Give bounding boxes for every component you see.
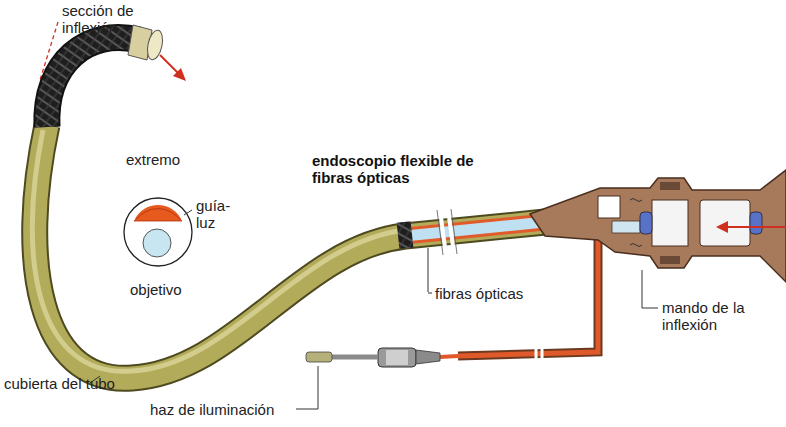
tip-cross-section xyxy=(124,198,192,266)
leader-line xyxy=(428,293,432,294)
part-label: mando de la inflexión xyxy=(662,299,780,333)
arrowhead xyxy=(716,221,728,233)
leader-line xyxy=(184,210,192,215)
bending-section xyxy=(47,38,138,127)
tube-outline xyxy=(35,125,545,378)
tube-cut xyxy=(397,221,414,248)
tube-cover xyxy=(35,125,545,378)
part-label: extremo xyxy=(126,151,206,168)
light-cable xyxy=(440,356,458,357)
break-mark xyxy=(536,340,542,370)
light-fibres xyxy=(405,229,545,243)
light-fibres xyxy=(405,215,545,229)
break-mark xyxy=(437,209,457,255)
leader-line xyxy=(428,248,429,292)
leader-line xyxy=(318,366,319,409)
diagram-title: endoscopio flexible de fibras ópticas xyxy=(312,152,502,186)
fibre-bundle xyxy=(405,222,545,236)
part-label: haz de iluminación xyxy=(150,401,300,418)
leader-line xyxy=(642,270,643,308)
view-arrow xyxy=(725,226,786,228)
bending-section-outline xyxy=(47,38,138,127)
arrowhead xyxy=(173,68,186,81)
light-connector xyxy=(306,348,440,367)
part-label: sección de inflexión xyxy=(62,2,172,36)
part-label: objetivo xyxy=(130,281,210,298)
leader-line xyxy=(642,308,658,309)
leader-line xyxy=(296,409,318,410)
part-label: fibras ópticas xyxy=(435,285,555,302)
part-label: guía-luz xyxy=(196,197,236,231)
control-handle xyxy=(530,170,786,282)
tube-highlight xyxy=(32,130,545,371)
part-label: cubierta del tubo xyxy=(4,375,154,392)
